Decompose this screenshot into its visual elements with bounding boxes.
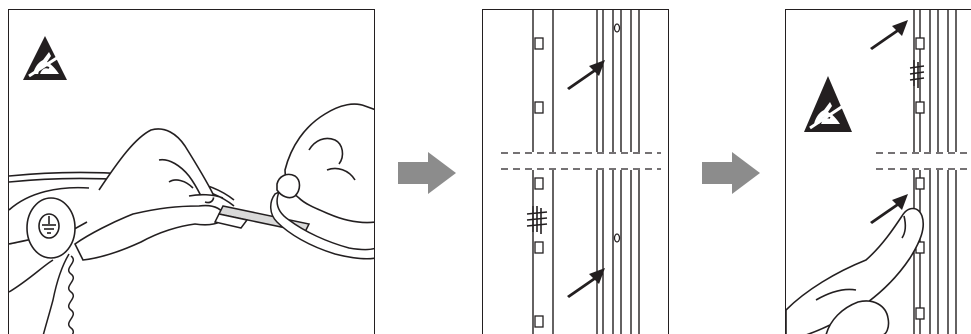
flow-arrow-icon bbox=[702, 152, 760, 194]
rail-rivets bbox=[613, 23, 621, 243]
press-arrow-icon bbox=[567, 60, 605, 298]
rack-rail bbox=[532, 10, 640, 334]
strip-hatch bbox=[526, 206, 548, 234]
esd-warning-icon bbox=[23, 36, 67, 80]
wrist-with-strap bbox=[9, 197, 88, 293]
coiled-ground-cord bbox=[42, 253, 74, 334]
esd-warning-icon bbox=[804, 76, 852, 132]
cut-lines bbox=[876, 152, 971, 170]
step-3-panel bbox=[785, 9, 971, 334]
rail-holes bbox=[534, 37, 544, 328]
step-2-panel bbox=[482, 9, 669, 334]
step-3-illustration bbox=[786, 10, 971, 334]
cut-lines bbox=[501, 152, 661, 170]
step-1-panel bbox=[8, 9, 375, 334]
step-1-illustration bbox=[9, 36, 374, 334]
rack-rail bbox=[913, 10, 957, 334]
pressing-hand bbox=[786, 207, 925, 334]
left-hand bbox=[73, 128, 224, 261]
step-2-illustration bbox=[501, 10, 661, 334]
strip-hatch bbox=[909, 60, 925, 88]
right-hand bbox=[276, 103, 374, 224]
press-arrow-icon bbox=[870, 20, 908, 224]
flow-arrow-icon bbox=[398, 152, 456, 194]
adhesive-strip bbox=[213, 190, 374, 260]
